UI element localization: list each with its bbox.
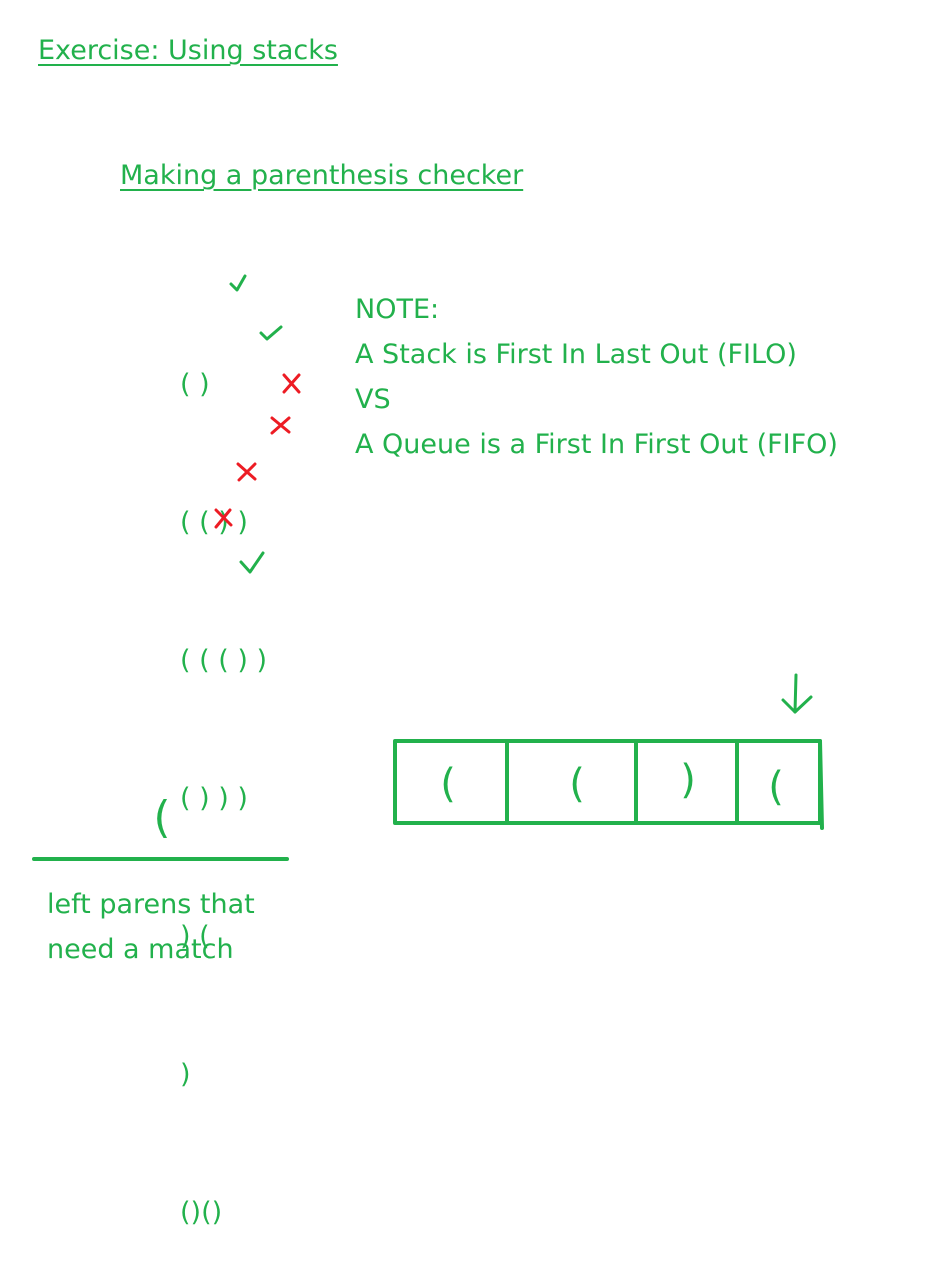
note-line: VS — [355, 384, 391, 415]
input-sequence-frame — [393, 739, 822, 825]
input-cell: ( — [768, 764, 784, 810]
handwritten-marks: ( ( ) ( ( — [32, 274, 824, 861]
cross-icon — [214, 508, 233, 529]
down-arrow-icon — [781, 673, 813, 714]
example-item: ( ( ( ) ) — [180, 645, 267, 676]
check-icon — [229, 274, 247, 292]
note-heading: NOTE: — [355, 294, 440, 325]
page-title: Exercise: Using stacks — [38, 35, 338, 66]
example-item: ( ) — [180, 369, 210, 400]
note-line: A Queue is a First In First Out (FIFO) — [355, 429, 838, 460]
example-item: ) ( — [180, 921, 210, 952]
cross-icon — [270, 416, 291, 435]
stack-item: ( — [153, 792, 170, 843]
note-block: NOTE: A Stack is First In Last Out (FILO… — [355, 287, 838, 467]
note-line: A Stack is First In Last Out (FILO) — [355, 339, 797, 370]
input-cell: ( — [569, 761, 585, 807]
input-cell: ) — [680, 757, 696, 803]
cell-divider — [818, 739, 824, 830]
example-item: ( ) ) ) — [180, 783, 248, 814]
example-item: ( ( ) ) — [180, 507, 248, 538]
cross-icon — [236, 462, 257, 482]
example-item: ()() — [180, 1197, 223, 1228]
stack-caption-line: left parens that — [47, 889, 255, 920]
section-heading: Making a parenthesis checker — [120, 160, 524, 191]
stack-caption: left parens that need a match — [47, 882, 255, 972]
input-sequence — [393, 739, 824, 830]
input-cell: ( — [440, 761, 456, 807]
check-icon — [239, 551, 265, 574]
cross-icon — [282, 373, 301, 394]
example-item: ) — [180, 1059, 191, 1090]
stack-caption-line: need a match — [47, 934, 234, 965]
check-icon — [259, 325, 283, 341]
